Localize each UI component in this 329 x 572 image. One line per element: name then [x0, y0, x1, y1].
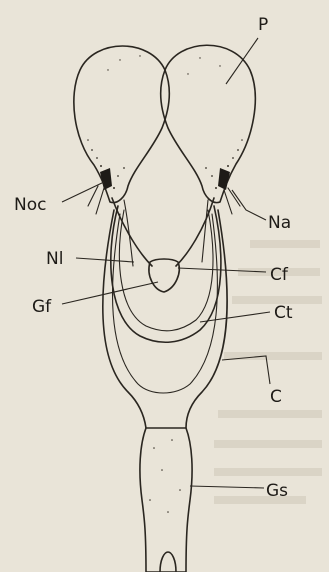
leader-Noc	[62, 182, 104, 202]
left-dark-spot	[100, 168, 112, 190]
frontal-connective-right	[176, 198, 214, 266]
label-P: P	[258, 15, 268, 35]
lateral-nerve-right	[202, 200, 208, 262]
label-Gs: Gs	[266, 481, 288, 501]
right-antennal-nerve	[228, 188, 240, 206]
nerves	[88, 186, 240, 214]
left-lobe	[74, 46, 169, 203]
gs-body	[140, 428, 192, 572]
label-Noc: Noc	[14, 195, 46, 215]
leader-Gf	[62, 282, 158, 304]
leader-Gs	[190, 486, 264, 488]
left-ocellar-nerve-2	[96, 188, 104, 214]
tritocerebral-connective-inner	[119, 210, 213, 331]
leader-C	[222, 356, 270, 384]
label-C: C	[270, 387, 282, 407]
right-lobe	[161, 45, 256, 202]
leader-Na	[232, 190, 266, 220]
label-Gf: Gf	[32, 297, 52, 317]
circumoesophageal-inner	[113, 214, 218, 393]
circumoesophageal-connective-left	[103, 210, 146, 428]
right-dark-spot	[218, 168, 230, 190]
leader-lines	[62, 38, 270, 488]
label-Na: Na	[268, 213, 291, 233]
suboesophageal-ganglion	[140, 428, 192, 572]
label-Nl: Nl	[46, 249, 63, 269]
label-Cf: Cf	[270, 265, 289, 285]
label-Ct: Ct	[274, 303, 293, 323]
gs-notch	[160, 552, 176, 572]
right-antennal-nerve-2	[224, 190, 232, 214]
frontal-ganglion	[149, 259, 179, 292]
connectives	[103, 198, 227, 428]
protocerebrum-lobes	[74, 45, 255, 202]
